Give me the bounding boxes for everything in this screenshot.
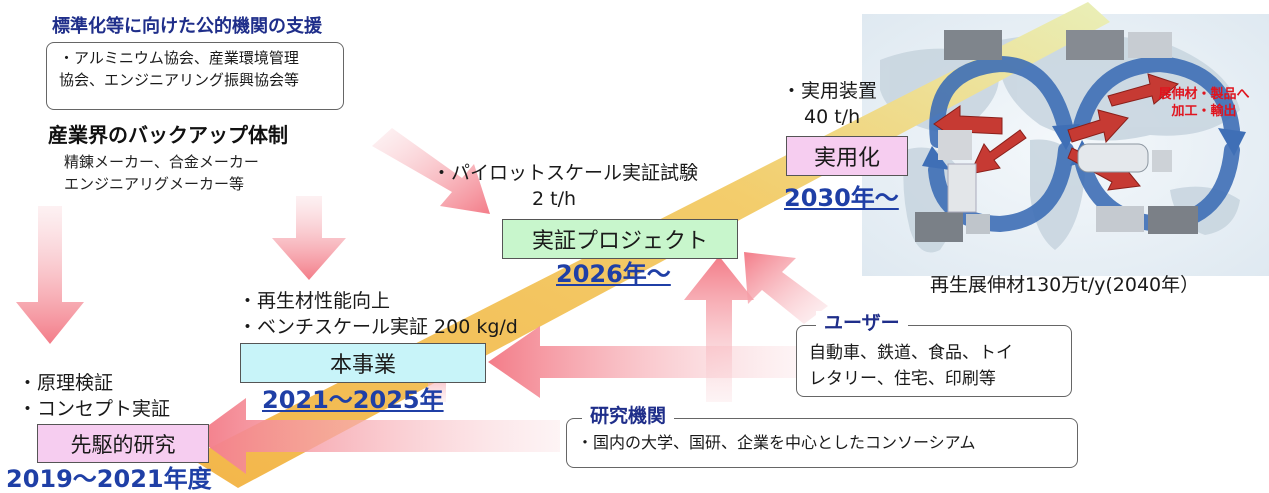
main-project-note1: ・再生材性能向上	[238, 290, 391, 312]
arrow-research-left	[194, 398, 560, 474]
main-project-period: 2021～2025年	[262, 386, 444, 414]
basic-research-period: 2019～2021年度	[6, 465, 212, 493]
industry-members: 精錬メーカー、合金メーカー エンジニアリグメーカー等	[64, 151, 259, 195]
demo-project-period: 2026年～	[556, 260, 671, 288]
arrow-up-demo	[684, 256, 754, 402]
arrow-diagonal-users	[744, 252, 828, 324]
public-support-heading: 標準化等に向けた公的機関の支援	[52, 16, 322, 37]
research-heading: 研究機関	[582, 404, 675, 428]
export-arrows	[933, 73, 1180, 191]
practical-box: 実用化	[786, 136, 908, 176]
practical-note2: 40 t/h	[804, 106, 861, 128]
demo-project-note2: 2 t/h	[532, 188, 577, 210]
demo-project-note1: ・パイロットスケール実証試験	[432, 162, 699, 184]
recycle-loop	[928, 55, 1240, 233]
main-project-label: 本事業	[329, 353, 396, 378]
export-products-line2: 加工・輸出	[1171, 104, 1237, 119]
basic-research-box: 先駆的研究	[37, 424, 209, 463]
users-heading: ユーザー	[816, 311, 908, 335]
arrow-down-mid	[272, 196, 346, 280]
export-products-label: 展伸材・製品へ 加工・輸出	[1146, 86, 1262, 120]
public-support-line2: 協会、エンジニアリング振興協会等	[59, 71, 300, 89]
demo-project-label: 実証プロジェクト	[531, 229, 708, 254]
basic-research-note2: ・コンセプト実証	[18, 398, 171, 420]
main-project-note2: ・ベンチスケール実証 200 kg/d	[238, 316, 518, 338]
arrow-down-left	[16, 206, 84, 344]
main-project-box: 本事業	[240, 343, 486, 383]
arrow-users-left	[488, 326, 796, 398]
users-line2: レタリー、住宅、印刷等	[809, 369, 996, 389]
users-line1: 自動車、鉄道、食品、トイ	[809, 343, 1013, 363]
main-project-notes: ・再生材性能向上 ・ベンチスケール実証 200 kg/d	[238, 288, 518, 340]
basic-research-note1: ・原理検証	[18, 372, 114, 394]
practical-note1: ・実用装置	[782, 80, 878, 102]
basic-research-notes: ・原理検証 ・コンセプト実証	[18, 370, 170, 422]
map-thumbnails	[915, 30, 1198, 242]
public-support-box: ・アルミニウム協会、産業環境管理 協会、エンジニアリング振興協会等	[46, 42, 344, 110]
industry-members-line2: エンジニアリグメーカー等	[64, 175, 245, 193]
arrow-diagonal	[372, 128, 490, 214]
export-products-line1: 展伸材・製品へ	[1158, 87, 1250, 102]
practical-label: 実用化	[813, 146, 880, 171]
recycled-volume-caption: 再生展伸材130万t/y(2040年）	[930, 274, 1200, 296]
users-box: 自動車、鉄道、食品、トイ レタリー、住宅、印刷等	[796, 325, 1072, 397]
demo-project-box: 実証プロジェクト	[502, 219, 738, 259]
demo-project-notes: ・パイロットスケール実証試験 2 t/h	[432, 160, 732, 212]
industry-backup-heading: 産業界のバックアップ体制	[48, 123, 288, 147]
practical-period: 2030年～	[784, 184, 899, 212]
pink-arrows	[16, 128, 828, 474]
practical-notes: ・実用装置 40 t/h	[782, 78, 877, 130]
industry-members-line1: 精錬メーカー、合金メーカー	[64, 153, 259, 171]
research-body: ・国内の大学、国研、企業を中心としたコンソーシアム	[577, 433, 976, 452]
public-support-line1: ・アルミニウム協会、産業環境管理	[59, 49, 299, 67]
basic-research-label: 先駆的研究	[70, 432, 176, 457]
